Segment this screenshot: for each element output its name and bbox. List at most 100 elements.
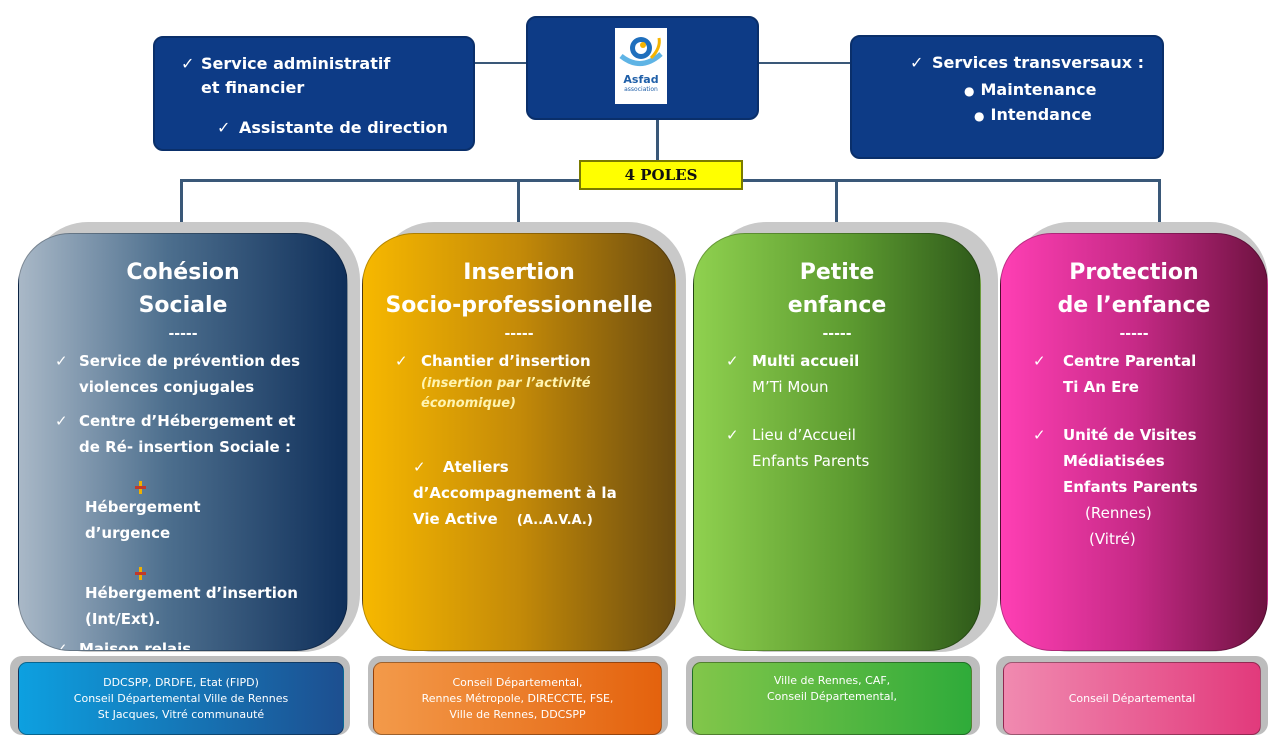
check-icon: ✓ — [395, 352, 408, 370]
pole-item-note: (insertion par l’activité économique) — [421, 376, 591, 411]
pole-title-line1: Protection — [1069, 260, 1199, 285]
transversal-title: ✓ Services transversaux : — [910, 51, 1145, 75]
pole-title-line1: Cohésion — [126, 260, 240, 285]
pole-title-line2: Sociale — [138, 293, 228, 318]
connector-logo-down — [656, 118, 659, 162]
pole-item-line: (Vitré) — [1089, 530, 1136, 548]
funder-line: Ville de Rennes, CAF, — [773, 674, 891, 687]
pole-item-abbr: (A..A.V.A.) — [516, 513, 593, 528]
admin-item-1: ✓ Service administratif et financier — [181, 52, 391, 100]
pole-item-line: (Rennes) — [1085, 504, 1152, 522]
pole-title-line1: Petite — [799, 260, 875, 285]
pole-item-line: Lieu d’Accueil — [752, 426, 856, 444]
pole-separator: ----- — [822, 326, 852, 342]
check-icon: ✓ — [1033, 352, 1046, 370]
pole-petite-enfance: Petite enfance ----- ✓ Multi accueil M’T… — [693, 233, 981, 651]
pole-item-line: Multi accueil — [752, 352, 860, 370]
pole-item-label: Chantier d’insertion — [421, 352, 591, 370]
funder-line: Rennes Métropole, DIRECCTE, FSE, — [421, 691, 614, 705]
funder-line: Conseil Départemental — [1068, 691, 1196, 705]
check-icon: ✓ — [910, 53, 924, 72]
pole-item: ✓ Unité de Visites — [1001, 422, 1267, 448]
admin-item-2-label: Assistante de direction — [239, 118, 448, 137]
admin-services-box: ✓ Service administratif et financier ✓ A… — [153, 36, 475, 151]
pole-subitem: Hébergement d’insertion (Int/Ext). — [19, 554, 347, 632]
pole-item: ✓ Lieu d’Accueil — [694, 422, 980, 448]
connector-pole-1 — [180, 179, 183, 231]
transversal-title-label: Services transversaux : — [932, 53, 1145, 72]
logo-box: Asfad association — [526, 16, 759, 120]
asfad-logo: Asfad association — [615, 28, 667, 104]
check-icon: ✓ — [181, 54, 195, 73]
pole-title-line2: de l’enfance — [1057, 293, 1211, 318]
pole-item: ✓ Ateliers — [363, 454, 675, 480]
transversal-services-box: ✓ Services transversaux : ●Maintenance ●… — [850, 35, 1164, 159]
check-icon: ✓ — [55, 352, 68, 370]
check-icon: ✓ — [726, 426, 739, 444]
connector-left-to-logo — [470, 62, 526, 64]
funder-line: Conseil Départemental, — [452, 675, 583, 689]
funder-line: St Jacques, Vitré communauté — [97, 707, 265, 721]
connector-logo-to-right — [756, 62, 850, 64]
admin-item-1-line2: et financier — [201, 78, 305, 97]
funder-line: Ville de Rennes, DDCSPP — [449, 707, 586, 721]
check-icon: ✓ — [55, 412, 68, 430]
pole-item-line-3: Vie Active (A..A.V.A.) — [363, 506, 675, 534]
pole-item-line: Ateliers — [443, 458, 509, 476]
check-icon: ✓ — [55, 640, 68, 651]
connector-pole-2 — [517, 179, 520, 231]
transversal-bullet-2-label: Intendance — [990, 105, 1092, 124]
transversal-bullet-1: ●Maintenance — [964, 78, 1097, 103]
pole-insertion: Insertion Socio-professionnelle ----- ✓ … — [362, 233, 676, 651]
pole-item-line: d’Accompagnement à la — [413, 484, 617, 502]
check-icon: ✓ — [1033, 426, 1046, 444]
connector-pole-4 — [1158, 179, 1161, 231]
check-icon: ✓ — [726, 352, 739, 370]
pole-item-line: Médiatisées — [1063, 452, 1165, 470]
pole-title-line2: Socio-professionnelle — [385, 293, 653, 318]
pole-subitem: Hébergement d’urgence — [19, 468, 347, 546]
bullet-icon: ● — [974, 109, 985, 123]
pole-item-label: Service de prévention des violences conj… — [79, 352, 301, 396]
check-icon: ✓ — [413, 458, 426, 476]
pole-item-line: M’Ti Moun — [752, 378, 829, 396]
pole-title-line1: Insertion — [463, 260, 575, 285]
pole-protection-enfance: Protection de l’enfance ----- ✓ Centre P… — [1000, 233, 1268, 651]
pole-item-line: Enfants Parents — [752, 452, 870, 470]
pole-subitem-label: Hébergement d’urgence — [85, 498, 201, 542]
pole-item: ✓ Chantier d’insertion — [363, 348, 675, 374]
pole-item-line: Centre Parental — [1063, 352, 1197, 370]
funders-protection-enfance: Conseil Départemental — [1003, 662, 1261, 735]
pole-cohesion-sociale: Cohésion Sociale ----- ✓ Service de prév… — [18, 233, 348, 651]
plus-bullet-icon — [135, 567, 146, 580]
pole-separator: ----- — [168, 326, 198, 342]
connector-pole-3 — [835, 179, 838, 231]
bullet-icon: ● — [964, 84, 975, 98]
funders-insertion: Conseil Départemental, Rennes Métropole,… — [373, 662, 662, 735]
funders-petite-enfance: Ville de Rennes, CAF, Conseil Départemen… — [692, 662, 972, 735]
pole-item-label: Centre d’Hébergement et de Ré- insertion… — [79, 412, 296, 456]
pole-separator: ----- — [504, 326, 534, 342]
check-icon: ✓ — [217, 118, 231, 137]
pole-item: ✓ Maison relais — [19, 636, 347, 651]
pole-item: ✓ Centre d’Hébergement et de Ré- inserti… — [19, 408, 347, 460]
plus-bullet-icon — [135, 481, 146, 494]
pole-item: ✓ Centre Parental — [1001, 348, 1267, 374]
funder-line: Conseil Départemental, — [766, 690, 898, 703]
funder-line: DDCSPP, DRDFE, Etat (FIPD) — [103, 675, 259, 689]
asfad-logo-subtext: association — [624, 86, 658, 93]
pole-item-label: Maison relais — [79, 640, 192, 651]
pole-item: ✓ Service de prévention des violences co… — [19, 348, 347, 400]
pole-item-line: Enfants Parents — [1063, 478, 1198, 496]
pole-title-line2: enfance — [787, 293, 887, 318]
pole-subitem-label: Hébergement d’insertion (Int/Ext). — [85, 584, 298, 628]
asfad-logo-text: Asfad — [623, 73, 659, 86]
pole-item-line: Ti An Ere — [1063, 378, 1139, 396]
asfad-logo-mark — [619, 37, 663, 66]
admin-item-2: ✓ Assistante de direction — [217, 116, 448, 140]
poles-label: 4 POLES — [579, 160, 743, 190]
transversal-bullet-2: ● Intendance — [974, 103, 1092, 128]
pole-item-line: Unité de Visites — [1063, 426, 1197, 444]
admin-item-1-line1: Service administratif — [201, 54, 391, 73]
funder-line: Conseil Départemental Ville de Rennes — [73, 691, 289, 705]
